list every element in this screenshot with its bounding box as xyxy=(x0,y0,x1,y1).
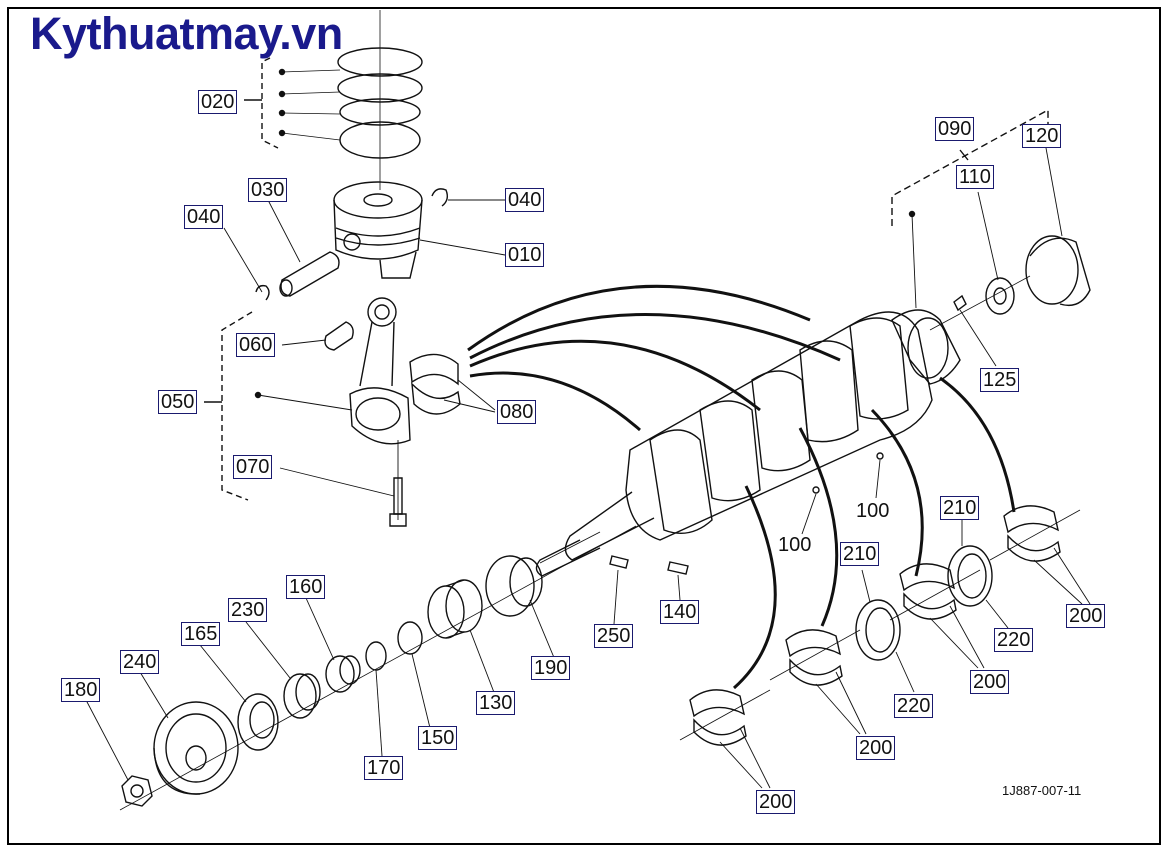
part-label-110[interactable]: 110 xyxy=(956,165,994,189)
brand-watermark: Kythuatmay.vn xyxy=(30,8,343,59)
part-label-125[interactable]: 125 xyxy=(980,368,1020,392)
part-label-240[interactable]: 240 xyxy=(120,650,160,674)
piston xyxy=(333,181,423,279)
part-label-220-front[interactable]: 220 xyxy=(894,694,934,718)
crankshaft xyxy=(535,309,961,577)
part-label-180[interactable]: 180 xyxy=(61,678,101,702)
front-bearing xyxy=(485,555,543,617)
part-label-100-left[interactable]: 100 xyxy=(778,534,812,556)
part-label-220-rear[interactable]: 220 xyxy=(994,628,1034,652)
part-label-200-3[interactable]: 200 xyxy=(970,670,1010,694)
part-label-030[interactable]: 030 xyxy=(248,178,288,202)
main-bearing-3 xyxy=(899,563,957,620)
part-label-200-2[interactable]: 200 xyxy=(856,736,896,760)
part-label-060[interactable]: 060 xyxy=(236,333,276,357)
part-label-250[interactable]: 250 xyxy=(594,624,634,648)
figure-code: 1J887-007-11 xyxy=(1002,783,1082,798)
part-label-130[interactable]: 130 xyxy=(476,691,516,715)
part-label-140[interactable]: 140 xyxy=(660,600,700,624)
part-label-160[interactable]: 160 xyxy=(286,575,326,599)
part-label-200-1[interactable]: 200 xyxy=(756,790,796,814)
rear-bearing xyxy=(985,277,1015,315)
piston-rings xyxy=(337,10,423,190)
part-label-230[interactable]: 230 xyxy=(228,598,268,622)
conrod-bolt xyxy=(389,440,407,527)
part-label-120[interactable]: 120 xyxy=(1022,124,1062,148)
pulley-nut xyxy=(121,775,153,807)
connecting-rod xyxy=(349,297,411,445)
oil-seal xyxy=(325,655,361,693)
main-bearing-1 xyxy=(689,689,747,746)
main-bearing-2 xyxy=(785,629,843,686)
part-label-090[interactable]: 090 xyxy=(935,117,975,141)
part-label-100-right[interactable]: 100 xyxy=(856,500,890,522)
pulley xyxy=(153,701,239,795)
crank-gear xyxy=(427,579,483,639)
part-label-170[interactable]: 170 xyxy=(364,756,404,780)
part-label-190[interactable]: 190 xyxy=(531,656,571,680)
part-label-020[interactable]: 020 xyxy=(198,90,238,114)
part-label-010[interactable]: 010 xyxy=(505,243,545,267)
part-label-210-rear[interactable]: 210 xyxy=(940,496,980,520)
part-label-040-left[interactable]: 040 xyxy=(184,205,224,229)
thrust-washer-1 xyxy=(855,599,901,661)
main-bearing-4 xyxy=(1003,505,1061,562)
part-label-080[interactable]: 080 xyxy=(497,400,537,424)
piston-pin xyxy=(279,251,340,297)
part-label-050[interactable]: 050 xyxy=(158,390,198,414)
part-label-165[interactable]: 165 xyxy=(181,622,221,646)
part-label-200-4[interactable]: 200 xyxy=(1066,604,1106,628)
part-label-210-front[interactable]: 210 xyxy=(840,542,880,566)
part-label-040-right[interactable]: 040 xyxy=(505,188,545,212)
part-label-150[interactable]: 150 xyxy=(418,726,458,750)
rear-seal-ring xyxy=(1025,235,1091,307)
conrod-bearing xyxy=(409,353,461,415)
diagram-frame xyxy=(7,7,1161,845)
thrust-washer-2 xyxy=(947,545,993,607)
part-label-070[interactable]: 070 xyxy=(233,455,273,479)
